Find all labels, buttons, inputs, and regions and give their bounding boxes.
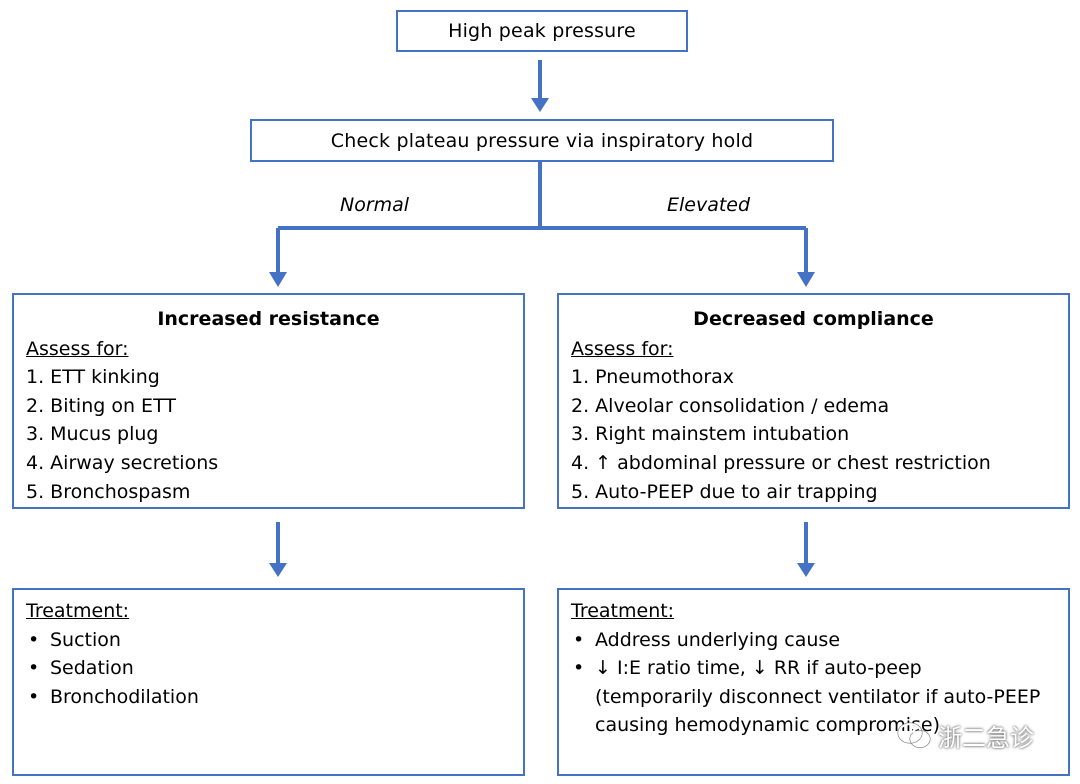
check-plateau-text: Check plateau pressure via inspiratory h… [330, 129, 754, 152]
treatment-item-line: ↓ I:E ratio time, ↓ RR if auto-peep [595, 657, 922, 680]
list-item: 3. Mucus plug [26, 423, 159, 446]
list-item: 3. Right mainstem intubation [571, 423, 850, 446]
list-item: Sedation [26, 654, 511, 683]
arrow-down-icon [531, 98, 549, 112]
assess-list: 1. Pneumothorax 2. Alveolar consolidatio… [571, 363, 1056, 506]
high-peak-pressure-box: High peak pressure [396, 10, 688, 52]
list-item: Bronchodilation [26, 683, 511, 712]
branch-label-elevated: Elevated [667, 194, 751, 216]
check-plateau-box: Check plateau pressure via inspiratory h… [250, 119, 834, 162]
branch-label-normal: Normal [340, 194, 410, 216]
list-item: 5. Bronchospasm [26, 480, 191, 503]
assess-label: Assess for: [571, 337, 674, 360]
list-item: Suction [26, 626, 511, 655]
assess-label: Assess for: [26, 337, 129, 360]
panel-title: Increased resistance [157, 308, 380, 330]
arrow-down-icon [797, 563, 815, 577]
list-item: ↓ I:E ratio time, ↓ RR if auto-peep (tem… [571, 654, 1056, 740]
treatment-item-text: Address underlying cause [595, 628, 841, 651]
high-peak-pressure-text: High peak pressure [448, 20, 636, 42]
panel-title: Decreased compliance [693, 308, 934, 330]
decreased-compliance-panel: Decreased compliance Assess for: 1. Pneu… [557, 293, 1070, 509]
arrow-down-icon [269, 272, 287, 287]
list-item: 1. ETT kinking [26, 366, 160, 389]
treatment-item-line: (temporarily disconnect ventilator if au… [595, 685, 1041, 708]
list-item: 4. Airway secretions [26, 451, 219, 474]
list-item: Address underlying cause [571, 626, 1056, 655]
arrow-down-icon [797, 272, 815, 287]
list-item: 5. Auto-PEEP due to air trapping [571, 480, 878, 503]
increased-resistance-panel: Increased resistance Assess for: 1. ETT … [12, 293, 525, 509]
list-item: 2. Biting on ETT [26, 394, 176, 417]
treatment-label: Treatment: [26, 600, 130, 622]
wechat-logo-icon [897, 722, 931, 748]
treatment-label: Treatment: [571, 600, 675, 622]
watermark-text: 浙二急诊 [938, 724, 1034, 752]
list-item: 2. Alveolar consolidation / edema [571, 394, 890, 417]
treatment-item-line: causing hemodynamic compromise) [595, 714, 941, 737]
arrow-down-icon [269, 563, 287, 577]
watermark: 浙二急诊 [896, 718, 1034, 753]
assess-list: 1. ETT kinking 2. Biting on ETT 3. Mucus… [26, 363, 511, 506]
left-treatment-panel: Treatment: Suction Sedation Bronchodilat… [12, 588, 525, 776]
list-item: 4. ↑ abdominal pressure or chest restric… [571, 451, 991, 474]
right-treatment-panel: Treatment: Address underlying cause ↓ I:… [557, 588, 1070, 776]
treatment-list: Address underlying cause ↓ I:E ratio tim… [571, 626, 1056, 740]
list-item: 1. Pneumothorax [571, 366, 735, 389]
treatment-list: Suction Sedation Bronchodilation [26, 626, 511, 712]
